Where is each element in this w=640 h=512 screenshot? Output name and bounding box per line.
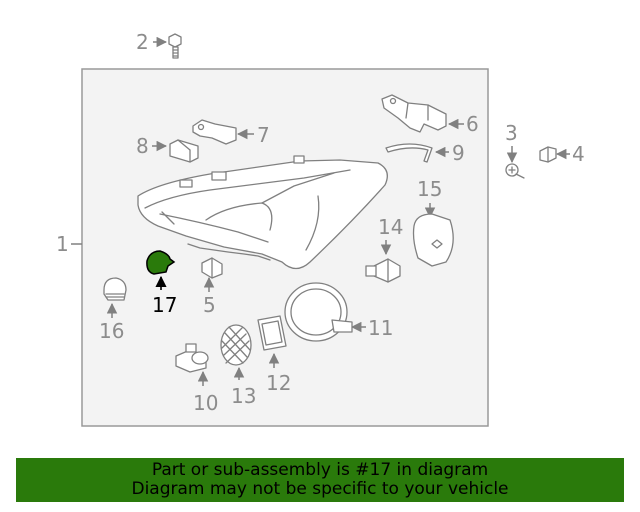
callout-10-label: 10 — [193, 391, 218, 415]
banner-line-2: Diagram may not be specific to your vehi… — [131, 479, 509, 499]
connector-8-icon — [169, 139, 199, 163]
clip-4-icon — [539, 146, 557, 163]
callout-8-label: 8 — [136, 134, 149, 158]
part-5-sensor[interactable]: 5 — [201, 257, 223, 317]
part-17-icon — [146, 250, 176, 275]
callout-1-label: 1 — [56, 232, 69, 256]
part-2-bolt[interactable]: 2 — [136, 30, 182, 59]
part-notice-banner: Part or sub-assembly is #17 in diagram D… — [16, 458, 624, 502]
part-14-bulb[interactable]: 14 — [365, 215, 403, 283]
bulb-16-icon — [103, 277, 127, 301]
screw-3-icon — [505, 163, 525, 179]
part-16-bulb[interactable]: 16 — [99, 277, 127, 343]
part-6-bracket[interactable]: 6 — [381, 94, 479, 136]
callout-9-label: 9 — [452, 141, 465, 165]
parts-diagram: 1 2 3 4 5 — [56, 30, 585, 427]
callout-16-label: 16 — [99, 319, 124, 343]
bulb-10-icon — [175, 343, 209, 373]
callout-6-label: 6 — [466, 112, 479, 136]
part-9-seal[interactable]: 9 — [385, 141, 465, 165]
part-15-cover[interactable]: 15 — [412, 177, 454, 267]
callout-1[interactable]: 1 — [56, 232, 82, 256]
callout-4-label: 4 — [572, 142, 585, 166]
headlamp-assembly — [137, 155, 388, 270]
cover-15-icon — [412, 213, 454, 267]
sensor-5-icon — [201, 257, 223, 279]
cover-13-icon — [220, 324, 252, 366]
bolt-2-icon — [168, 33, 182, 59]
callout-5-label: 5 — [203, 293, 216, 317]
callout-17-label: 17 — [152, 293, 177, 317]
part-4-clip[interactable]: 4 — [539, 142, 585, 166]
part-11-ring[interactable]: 11 — [284, 282, 393, 342]
bracket-6-icon — [381, 94, 447, 133]
bracket-7-icon — [192, 119, 237, 145]
callout-2-label: 2 — [136, 30, 149, 54]
part-10-bulb[interactable]: 10 — [175, 343, 218, 415]
part-13-cover[interactable]: 13 — [220, 324, 256, 408]
callout-12-label: 12 — [266, 371, 291, 395]
bulb-14-icon — [365, 258, 401, 283]
callout-7-label: 7 — [257, 123, 270, 147]
part-7-bracket[interactable]: 7 — [192, 119, 270, 147]
callout-14-label: 14 — [378, 215, 403, 239]
part-3-screw[interactable]: 3 — [505, 121, 525, 179]
part-12-gasket[interactable]: 12 — [257, 315, 291, 395]
ring-11-icon — [284, 282, 353, 342]
callout-13-label: 13 — [231, 384, 256, 408]
part-8-connector[interactable]: 8 — [136, 134, 199, 163]
banner-line-1: Part or sub-assembly is #17 in diagram — [151, 460, 489, 480]
gasket-12-icon — [257, 315, 287, 351]
part-17-highlighted[interactable]: 17 — [146, 250, 178, 317]
callout-15-label: 15 — [417, 177, 442, 201]
callout-3-label: 3 — [505, 121, 518, 145]
callout-11-label: 11 — [368, 316, 393, 340]
seal-9-icon — [385, 143, 433, 163]
